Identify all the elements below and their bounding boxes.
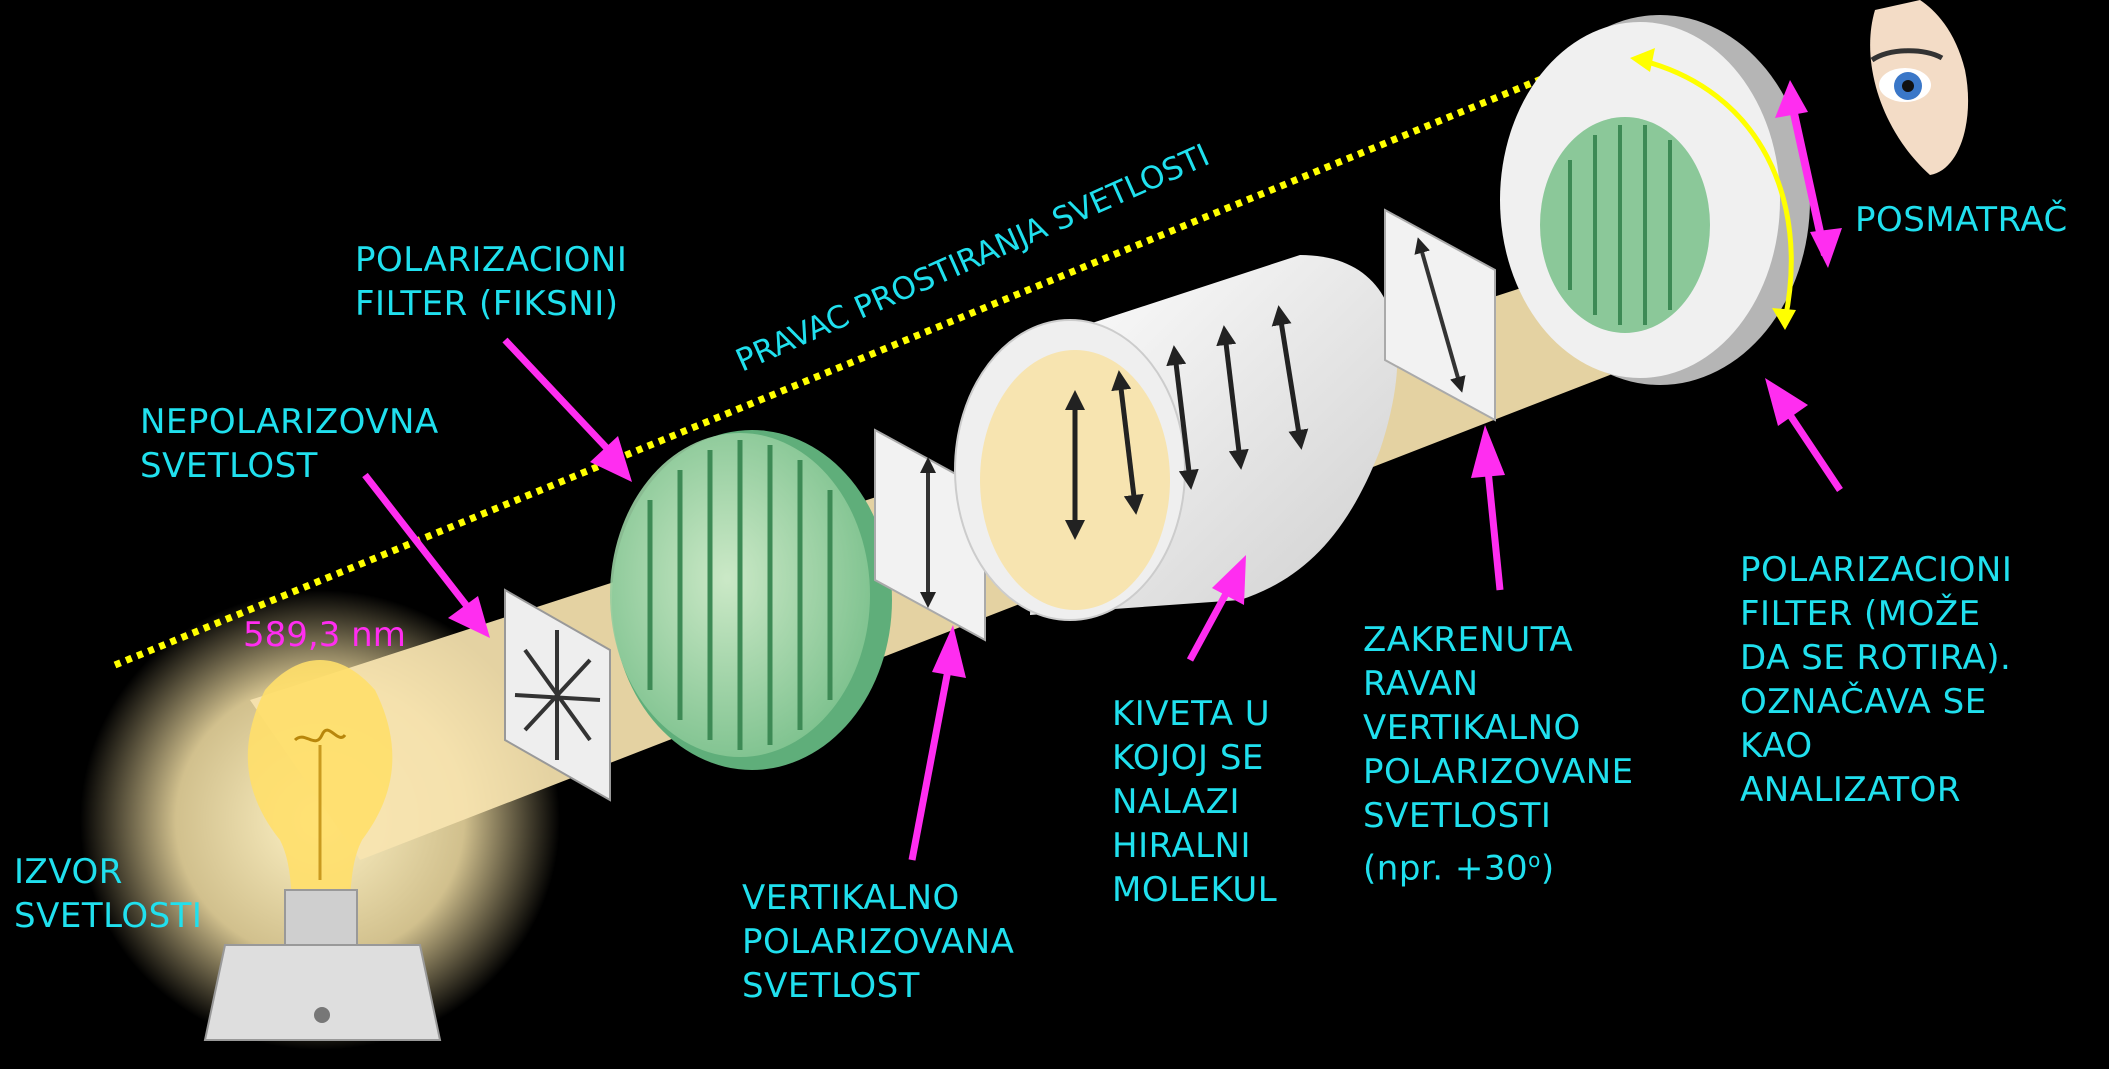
eye-icon [1870, 0, 1968, 175]
observer-arrow-head-bottom [1810, 228, 1842, 268]
arrow-vertical-polarized [912, 670, 948, 860]
arrow-fixed-filter-head [590, 436, 632, 482]
analyzer-filter-icon [1500, 15, 1810, 385]
polarizer-filter-icon [610, 430, 892, 770]
arrow-analyzer [1790, 415, 1840, 490]
arrow-analyzer-head [1765, 378, 1808, 426]
unpolarized-light-label: NEPOLARIZOVNA SVETLOST [140, 400, 439, 488]
light-source-label: IZVOR SVETLOSTI [14, 850, 202, 938]
arrow-fixed-filter [505, 340, 618, 460]
degree-symbol: o [1528, 848, 1541, 872]
vertical-polarized-label: VERTIKALNO POLARIZOVANA SVETLOST [742, 876, 1014, 1008]
observer-label: POSMATRAČ [1855, 198, 2068, 242]
arrow-rotated-plane [1488, 470, 1500, 590]
arrow-unpolarized [365, 475, 470, 610]
rotation-arc-head-bottom [1772, 308, 1796, 330]
wavelength-label: 589,3 nm [243, 615, 406, 655]
cuvette-icon [955, 255, 1397, 620]
arrow-rotated-plane-head [1471, 425, 1505, 478]
fixed-filter-label: POLARIZACIONI FILTER (FIKSNI) [355, 238, 627, 326]
rotation-example: (npr. +30o) [1363, 838, 1634, 890]
cuvette-label: KIVETA U KOJOJ SE NALAZI HIRALNI MOLEKUL [1112, 692, 1277, 912]
analyzer-label: POLARIZACIONI FILTER (MOŽE DA SE ROTIRA)… [1740, 548, 2012, 812]
rotated-plane-label: ZAKRENUTA RAVAN VERTIKALNO POLARIZOVANE … [1363, 618, 1634, 890]
